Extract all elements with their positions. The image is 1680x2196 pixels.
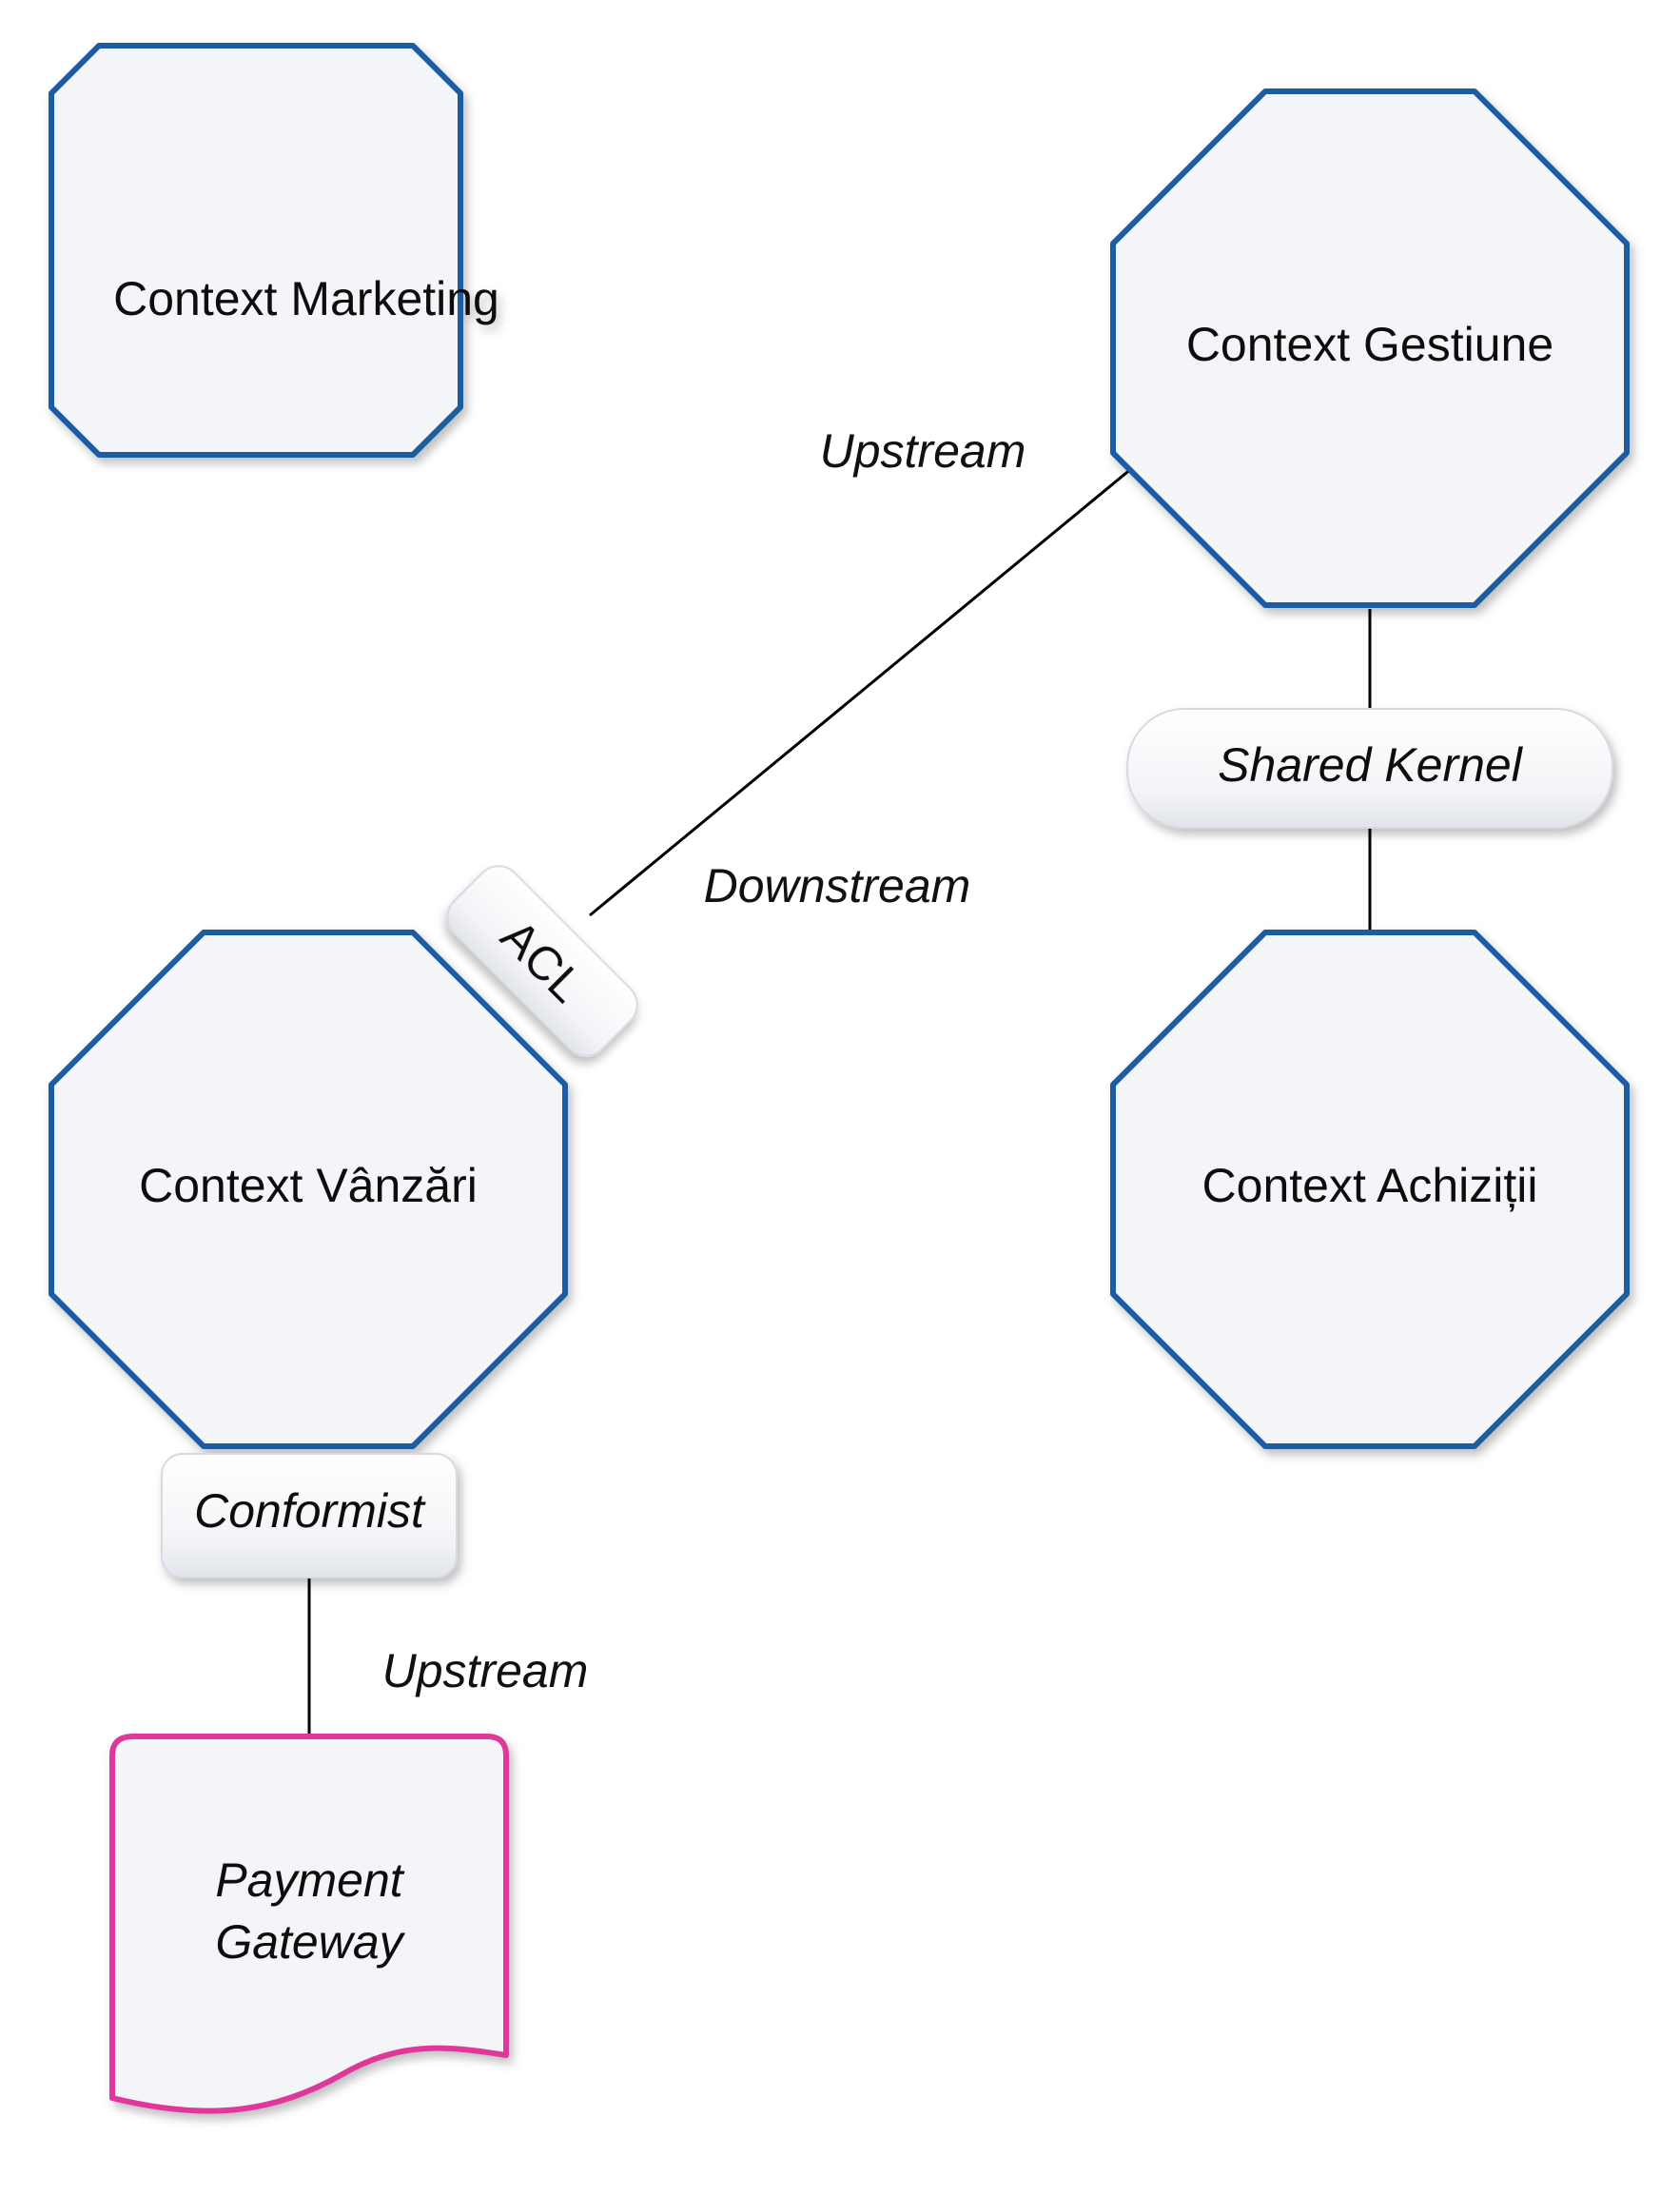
gestiune-to-acl-line (589, 466, 1133, 917)
downstream-label-vanzari: Downstream (704, 859, 971, 912)
context-vanzari-label: Context Vânzări (139, 1159, 478, 1212)
conformist-badge[interactable]: Conformist (161, 1453, 458, 1578)
context-achizitii-node[interactable]: Context Achiziții (1110, 930, 1630, 1449)
context-gestiune-label: Context Gestiune (1186, 318, 1553, 371)
shared-kernel-label: Shared Kernel (1218, 738, 1524, 792)
upstream-label-gestiune: Upstream (820, 424, 1026, 478)
context-marketing-label: Context Marketing (113, 272, 499, 325)
payment-gateway-label-line1: Payment (215, 1853, 404, 1907)
context-gestiune-node[interactable]: Context Gestiune (1110, 88, 1630, 608)
context-achizitii-label: Context Achiziții (1202, 1159, 1538, 1212)
payment-gateway-label-line2: Gateway (215, 1915, 405, 1969)
upstream-label-payment: Upstream (382, 1644, 589, 1697)
conformist-label: Conformist (194, 1484, 426, 1538)
context-vanzari-node[interactable]: Context Vânzări (49, 930, 568, 1449)
shared-kernel-badge[interactable]: Shared Kernel (1126, 708, 1613, 829)
context-marketing-node[interactable]: Context Marketing (49, 43, 499, 458)
payment-gateway-node[interactable]: Payment Gateway (109, 1734, 509, 2114)
